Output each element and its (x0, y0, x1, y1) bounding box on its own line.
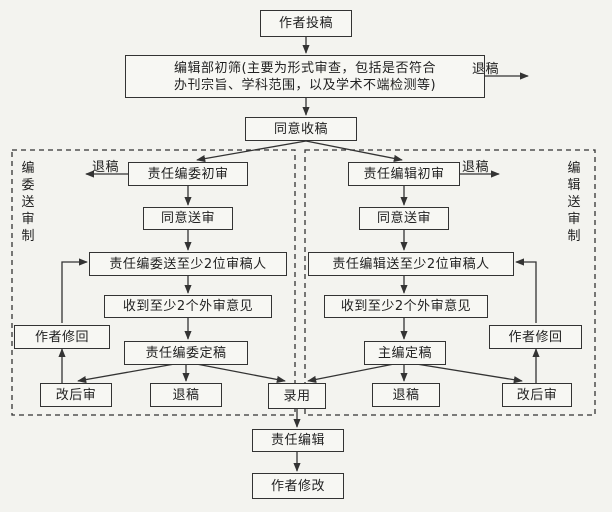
right-author-revise-box: 作者修回 (489, 325, 582, 349)
left-reject-label: 退稿 (92, 160, 120, 175)
left-reject-final-box: 退稿 (150, 383, 222, 407)
right-group-title: 编辑送审制 (567, 161, 581, 244)
initial-screen-line2: 办刊宗旨、学科范围，以及学术不端检测等) (173, 77, 437, 93)
author-final-label: 作者修改 (270, 478, 325, 494)
submit-label: 作者投稿 (278, 16, 333, 31)
left-group-title: 编委送审制 (21, 161, 35, 244)
accept-box: 同意收稿 (245, 117, 357, 141)
right-receive-opinions-box: 收到至少2个外审意见 (324, 295, 488, 318)
right-reject-label: 退稿 (462, 160, 490, 175)
initial-screen-line1: 编辑部初筛(主要为形式审查，包括是否符合 (173, 60, 437, 76)
right-decision-label: 主编定稿 (377, 345, 432, 361)
submit-box: 作者投稿 (260, 10, 352, 37)
right-group-border (304, 149, 596, 416)
right-reject-final-box: 退稿 (372, 383, 440, 407)
left-revise-review-label: 改后审 (55, 387, 97, 403)
left-group-border (11, 149, 296, 416)
right-first-review-label: 责任编辑初审 (363, 166, 445, 182)
right-reject-final-label: 退稿 (392, 387, 420, 403)
left-revise-review-box: 改后审 (40, 383, 112, 407)
right-approve-send-box: 同意送审 (359, 207, 449, 230)
left-receive-opinions-label: 收到至少2个外审意见 (122, 299, 254, 314)
editor-label: 责任编辑 (270, 433, 325, 448)
left-author-revise-box: 作者修回 (14, 325, 110, 349)
right-approve-send-label: 同意送审 (376, 211, 431, 226)
right-receive-opinions-label: 收到至少2个外审意见 (340, 299, 472, 314)
accepted-box: 录用 (268, 383, 326, 409)
right-first-review-box: 责任编辑初审 (348, 162, 460, 186)
editor-box: 责任编辑 (252, 429, 344, 452)
left-first-review-box: 责任编委初审 (128, 162, 248, 186)
right-revise-review-box: 改后审 (502, 383, 572, 407)
left-reject-final-label: 退稿 (172, 387, 200, 403)
left-approve-send-label: 同意送审 (160, 211, 215, 226)
right-author-revise-label: 作者修回 (508, 329, 563, 345)
author-final-box: 作者修改 (252, 473, 344, 499)
right-revise-review-label: 改后审 (516, 387, 558, 403)
left-first-review-label: 责任编委初审 (147, 166, 229, 182)
initial-screen-box: 编辑部初筛(主要为形式审查，包括是否符合 办刊宗旨、学科范围，以及学术不端检测等… (125, 55, 485, 98)
right-send-reviewers-box: 责任编辑送至少2位审稿人 (308, 252, 514, 276)
left-decision-label: 责任编委定稿 (145, 345, 227, 361)
left-receive-opinions-box: 收到至少2个外审意见 (104, 295, 272, 318)
accepted-label: 录用 (283, 388, 311, 404)
reject-top-label: 退稿 (472, 62, 500, 77)
left-author-revise-label: 作者修回 (34, 329, 89, 345)
left-send-reviewers-label: 责任编委送至少2位审稿人 (109, 256, 267, 272)
right-send-reviewers-label: 责任编辑送至少2位审稿人 (332, 256, 490, 272)
right-decision-box: 主编定稿 (364, 341, 446, 365)
left-approve-send-box: 同意送审 (143, 207, 233, 230)
left-send-reviewers-box: 责任编委送至少2位审稿人 (89, 252, 287, 276)
left-decision-box: 责任编委定稿 (124, 341, 248, 365)
accept-label: 同意收稿 (273, 121, 328, 137)
